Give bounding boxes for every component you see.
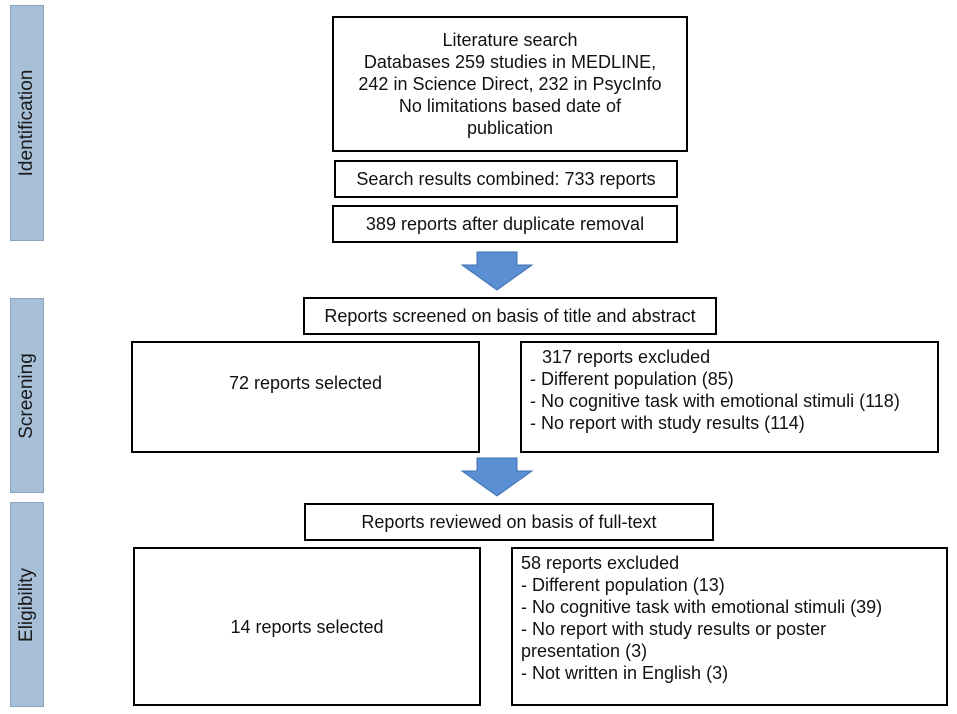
literature-search-line: publication: [466, 118, 554, 138]
stage-eligibility-label: Eligibility: [16, 567, 37, 642]
search-combined-box: Search results combined: 733 reports: [334, 160, 678, 198]
literature-search-line: No limitations based date of: [398, 96, 622, 116]
after-duplicates-box: 389 reports after duplicate removal: [332, 205, 678, 243]
screen-excluded-item: - Different population (85): [530, 369, 734, 389]
screen-excluded-item: - No cognitive task with emotional stimu…: [530, 391, 900, 411]
literature-search-line: Literature search: [442, 30, 578, 50]
final-excluded-box: 58 reports excluded - Different populati…: [511, 547, 948, 706]
stage-identification-label: Identification: [16, 69, 37, 177]
down-arrow-icon: [461, 457, 533, 497]
final-excluded-item: - No report with study results or poster…: [521, 619, 827, 661]
literature-search-line: 242 in Science Direct, 232 in PsycInfo: [358, 74, 662, 94]
search-combined-text: Search results combined: 733 reports: [356, 169, 656, 189]
final-excluded-title: 58 reports excluded: [521, 553, 680, 573]
screen-excluded-item: - No report with study results (114): [530, 413, 805, 433]
stage-screening: Screening: [10, 298, 44, 493]
screen-selected-box: 72 reports selected: [131, 341, 480, 453]
stage-eligibility: Eligibility: [10, 502, 44, 707]
screened-box: Reports screened on basis of title and a…: [303, 297, 717, 335]
final-excluded-item: - Not written in English (3): [521, 663, 729, 683]
literature-search-box: Literature search Databases 259 studies …: [332, 16, 688, 152]
final-selected-box: 14 reports selected: [133, 547, 481, 706]
reviewed-box: Reports reviewed on basis of full-text: [304, 503, 714, 541]
stage-screening-label: Screening: [16, 352, 37, 439]
final-selected-text: 14 reports selected: [230, 616, 384, 637]
final-excluded-item: - Different population (13): [521, 575, 725, 595]
after-duplicates-text: 389 reports after duplicate removal: [365, 214, 645, 234]
reviewed-text: Reports reviewed on basis of full-text: [361, 512, 657, 532]
screen-selected-text: 72 reports selected: [228, 373, 383, 393]
screen-excluded-box: 317 reports excluded - Different populat…: [520, 341, 939, 453]
down-arrow-icon: [461, 251, 533, 291]
literature-search-line: Databases 259 studies in MEDLINE,: [363, 52, 657, 72]
screen-excluded-title: 317 reports excluded: [542, 347, 711, 367]
final-excluded-item: - No cognitive task with emotional stimu…: [521, 597, 883, 617]
screened-text: Reports screened on basis of title and a…: [324, 306, 696, 326]
stage-identification: Identification: [10, 5, 44, 241]
